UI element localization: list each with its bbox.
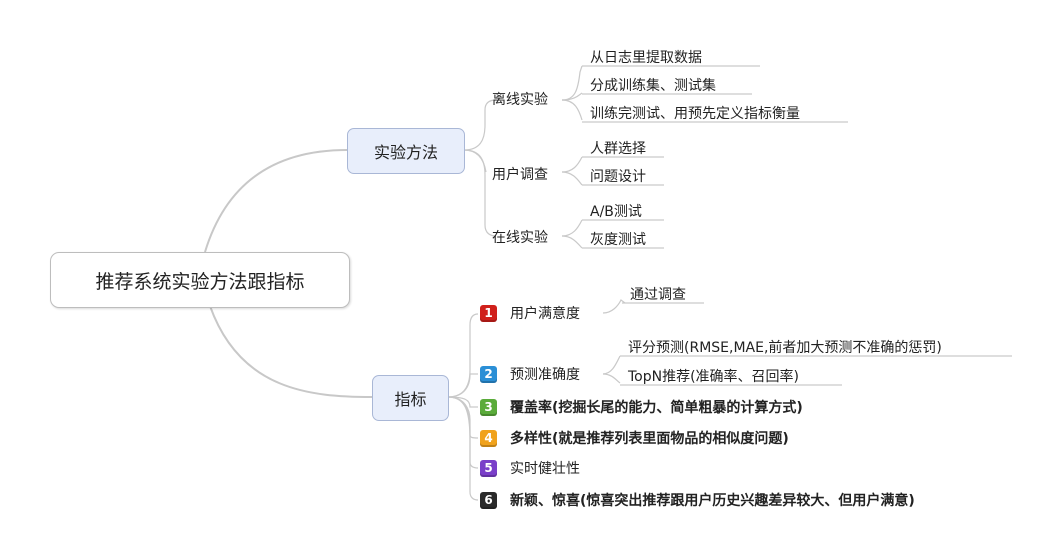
- metric-label: 实时健壮性: [510, 461, 580, 477]
- metric-item-1[interactable]: 1 用户满意度: [480, 303, 580, 323]
- priority-3-icon: 3: [480, 398, 497, 416]
- priority-1-icon: 1: [480, 304, 497, 322]
- leaf-label: 问题设计: [590, 169, 646, 185]
- leaf-label: 训练完测试、用预先定义指标衡量: [590, 106, 800, 122]
- subtopic-offline-experiment[interactable]: 离线实验: [492, 89, 548, 109]
- subtopic-online-experiment[interactable]: 在线实验: [492, 227, 548, 247]
- priority-5-icon: 5: [480, 459, 497, 477]
- leaf-survey-0[interactable]: 人群选择: [586, 138, 650, 158]
- metric-item-3[interactable]: 3 覆盖率(挖掘长尾的能力、简单粗暴的计算方式): [480, 397, 803, 417]
- leaf-label: TopN推荐(准确率、召回率): [628, 369, 800, 385]
- leaf-online-1[interactable]: 灰度测试: [586, 229, 650, 249]
- leaf-metric2-0[interactable]: 评分预测(RMSE,MAE,前者加大预测不准确的惩罚): [624, 337, 946, 357]
- subtopic-label: 用户调查: [492, 167, 548, 183]
- metric-item-2[interactable]: 2 预测准确度: [480, 364, 580, 384]
- leaf-label: 评分预测(RMSE,MAE,前者加大预测不准确的惩罚): [628, 340, 942, 356]
- main-topic-methods[interactable]: 实验方法: [347, 128, 465, 174]
- metric-item-5[interactable]: 5 实时健壮性: [480, 458, 580, 478]
- metric-label: 新颖、惊喜(惊喜突出推荐跟用户历史兴趣差异较大、但用户满意): [510, 493, 915, 509]
- leaf-metric1-0[interactable]: 通过调查: [626, 284, 690, 304]
- leaf-label: 人群选择: [590, 141, 646, 157]
- priority-4-icon: 4: [480, 429, 497, 447]
- leaf-online-0[interactable]: A/B测试: [586, 201, 646, 221]
- metric-label: 多样性(就是推荐列表里面物品的相似度问题): [510, 431, 789, 447]
- main-topic-metrics[interactable]: 指标: [372, 375, 449, 421]
- leaf-label: 分成训练集、测试集: [590, 78, 716, 94]
- priority-2-icon: 2: [480, 365, 497, 383]
- leaf-offline-0[interactable]: 从日志里提取数据: [586, 47, 706, 67]
- metric-item-6[interactable]: 6 新颖、惊喜(惊喜突出推荐跟用户历史兴趣差异较大、但用户满意): [480, 490, 915, 510]
- leaf-metric2-1[interactable]: TopN推荐(准确率、召回率): [624, 366, 803, 386]
- subtopic-label: 离线实验: [492, 92, 548, 108]
- metric-item-4[interactable]: 4 多样性(就是推荐列表里面物品的相似度问题): [480, 428, 789, 448]
- main-topic-metrics-label: 指标: [394, 390, 427, 409]
- root-topic[interactable]: 推荐系统实验方法跟指标: [50, 252, 350, 308]
- leaf-offline-2[interactable]: 训练完测试、用预先定义指标衡量: [586, 103, 804, 123]
- leaf-label: 通过调查: [630, 287, 686, 303]
- leaf-label: A/B测试: [590, 204, 642, 220]
- leaf-label: 从日志里提取数据: [590, 50, 702, 66]
- main-topic-methods-label: 实验方法: [373, 143, 438, 162]
- leaf-offline-1[interactable]: 分成训练集、测试集: [586, 75, 720, 95]
- leaf-survey-1[interactable]: 问题设计: [586, 166, 650, 186]
- metric-label: 覆盖率(挖掘长尾的能力、简单粗暴的计算方式): [510, 400, 803, 416]
- leaf-label: 灰度测试: [590, 232, 646, 248]
- priority-6-icon: 6: [480, 491, 497, 509]
- subtopic-user-survey[interactable]: 用户调查: [492, 164, 548, 184]
- root-topic-label: 推荐系统实验方法跟指标: [95, 270, 305, 293]
- subtopic-label: 在线实验: [492, 230, 548, 246]
- metric-label: 预测准确度: [510, 367, 580, 383]
- metric-label: 用户满意度: [510, 306, 580, 322]
